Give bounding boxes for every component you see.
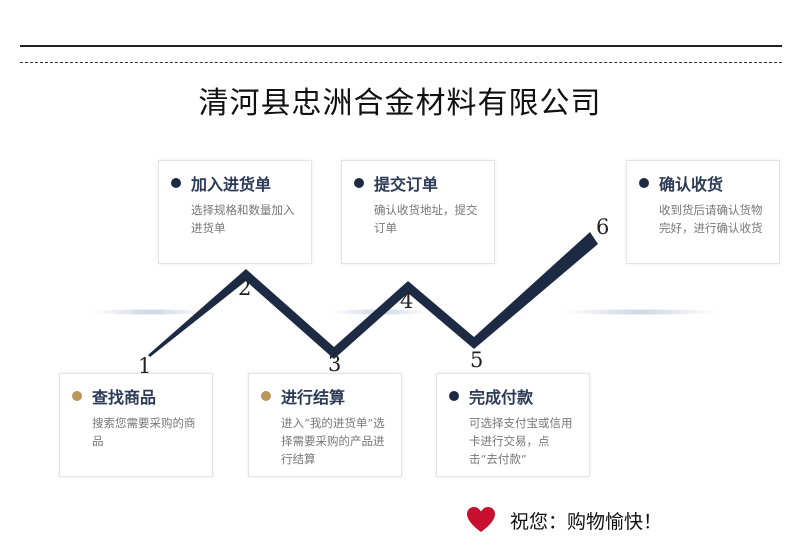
company-name: 清河县忠洲合金材料有限公司 [198, 86, 602, 121]
step-card-2: 加入进货单 选择规格和数量加入进货单 [158, 160, 312, 264]
step-number-6: 6 [596, 215, 610, 239]
step-title: 确认收货 [659, 175, 724, 194]
step-description: 确认收货地址，提交订单 [374, 203, 478, 235]
closing-text: 祝您：购物愉快！ [510, 510, 663, 533]
top-dashed-rule [20, 62, 782, 63]
step-bullet-icon [449, 391, 459, 401]
heart-icon [467, 507, 495, 532]
step-card-6: 确认收货 收到货后请确认货物完好，进行确认收货 [626, 160, 780, 264]
step-number-5: 5 [470, 348, 484, 372]
step-title: 查找商品 [92, 388, 157, 407]
step-card-3: 进行结算 进入“我的进货单”选择需要采购的产品进行结算 [248, 373, 402, 477]
step-description: 可选择支付宝或信用卡进行交易，点击“去付款” [469, 416, 573, 466]
step-title: 提交订单 [374, 175, 439, 194]
step-number-1: 1 [138, 354, 152, 378]
step-number-3: 3 [328, 352, 342, 376]
step-card-5: 完成付款 可选择支付宝或信用卡进行交易，点击“去付款” [436, 373, 590, 477]
step-title: 进行结算 [281, 388, 346, 407]
step-number-4: 4 [400, 289, 414, 313]
step-description: 搜索您需要采购的商品 [92, 416, 196, 448]
step-bullet-icon [261, 391, 271, 401]
line-shadow-left [90, 309, 210, 315]
step-description: 选择规格和数量加入进货单 [191, 203, 295, 235]
closing-message: 祝您：购物愉快！ [466, 506, 662, 534]
step-bullet-icon [354, 178, 364, 188]
line-shadow-right [560, 309, 720, 315]
step-card-1: 查找商品 搜索您需要采购的商品 [59, 373, 213, 477]
step-description: 收到货后请确认货物完好，进行确认收货 [659, 203, 763, 235]
step-title: 加入进货单 [191, 175, 272, 194]
step-card-4: 提交订单 确认收货地址，提交订单 [341, 160, 495, 264]
zigzag-path [148, 232, 598, 359]
step-number-2: 2 [238, 276, 252, 300]
top-solid-rule [20, 45, 782, 47]
step-bullet-icon [639, 178, 649, 188]
step-description: 进入“我的进货单”选择需要采购的产品进行结算 [281, 416, 385, 466]
step-title: 完成付款 [469, 388, 534, 407]
step-bullet-icon [72, 391, 82, 401]
step-bullet-icon [171, 178, 181, 188]
